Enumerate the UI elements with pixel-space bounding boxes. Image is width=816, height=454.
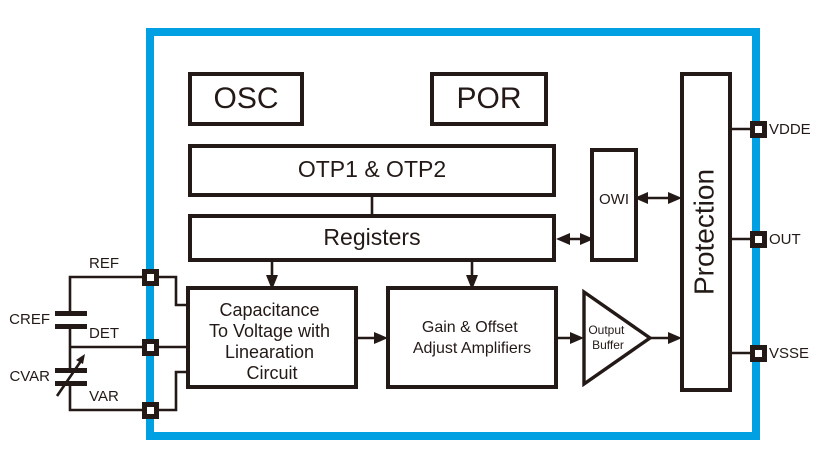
cvar-arrow-shaft <box>55 357 85 397</box>
block-registers-label: Registers <box>323 224 420 250</box>
ctov-line-3: Linearation <box>225 342 314 362</box>
arrowhead-gain-to-buffer <box>570 332 584 344</box>
pin-label-var: VAR <box>89 388 119 405</box>
block-protection-label: Protection <box>688 169 719 295</box>
block-osc[interactable] <box>188 72 304 126</box>
pad-vdde-inner <box>755 126 762 133</box>
block-owi[interactable] <box>590 148 638 262</box>
arrowhead-ctov-to-gain <box>374 332 388 344</box>
block-protection[interactable] <box>680 72 732 392</box>
cvar-label: CVAR <box>9 368 50 385</box>
wire-ref-external <box>68 275 142 313</box>
cvar-plate-top <box>55 368 87 373</box>
pin-label-out: OUT <box>769 231 801 248</box>
block-output-buffer-label: Output Buffer <box>588 323 627 352</box>
block-capacitance-to-voltage-label: Capacitance To Voltage with Linearation … <box>209 300 335 383</box>
block-osc-label: OSC <box>213 82 278 115</box>
wire-var-external <box>68 386 142 412</box>
pin-label-det: DET <box>89 325 119 342</box>
cref-plate-top <box>55 311 87 316</box>
cvar-plate-bottom <box>55 381 87 386</box>
block-output-buffer[interactable] <box>582 288 653 388</box>
cref-label: CREF <box>9 311 50 328</box>
gain-line-2: Adjust Amplifiers <box>413 340 531 357</box>
ctov-line-2: To Voltage with <box>209 321 330 341</box>
wire-var-to-ctov <box>158 370 188 412</box>
pad-var-inner <box>147 407 154 414</box>
block-por-label: POR <box>456 82 521 115</box>
ctov-line-4: Circuit <box>246 363 297 383</box>
arrowhead-registers-to-ctov <box>266 275 278 290</box>
block-capacitance-to-voltage[interactable] <box>186 286 358 389</box>
block-gain-offset[interactable] <box>386 286 558 389</box>
buffer-line-1: Output <box>588 323 625 337</box>
chip-boundary <box>146 28 760 440</box>
ctov-line-1: Capacitance <box>219 300 319 320</box>
arrowhead-owi-prot-right <box>668 192 682 204</box>
cvar-arrow-head <box>76 354 85 364</box>
pin-label-ref: REF <box>89 255 119 272</box>
block-gain-offset-label: Gain & Offset Adjust Amplifiers <box>413 319 531 357</box>
wire-ref-to-ctov <box>158 275 188 307</box>
pad-out-inner <box>755 236 762 243</box>
arrowhead-owi-left <box>556 233 570 245</box>
arrowhead-owi-right <box>580 233 594 245</box>
arrowhead-registers-to-gain <box>466 275 478 290</box>
block-por[interactable] <box>430 72 548 126</box>
pad-vsse-inner <box>755 350 762 357</box>
gain-line-1: Gain & Offset <box>422 319 518 336</box>
pad-det-inner <box>147 344 154 351</box>
buffer-line-2: Buffer <box>592 338 624 352</box>
pin-label-vsse: VSSE <box>769 345 809 362</box>
block-otp[interactable] <box>188 144 556 197</box>
pad-ref-inner <box>147 274 154 281</box>
cref-plate-bottom <box>55 324 87 329</box>
block-otp-label: OTP1 & OTP2 <box>298 156 446 182</box>
block-owi-label: OWI <box>599 191 629 208</box>
arrowhead-owi-prot-left <box>634 192 648 204</box>
pin-label-vdde: VDDE <box>769 121 811 138</box>
block-registers[interactable] <box>188 214 556 262</box>
arrowhead-buffer-to-protection <box>668 332 682 344</box>
